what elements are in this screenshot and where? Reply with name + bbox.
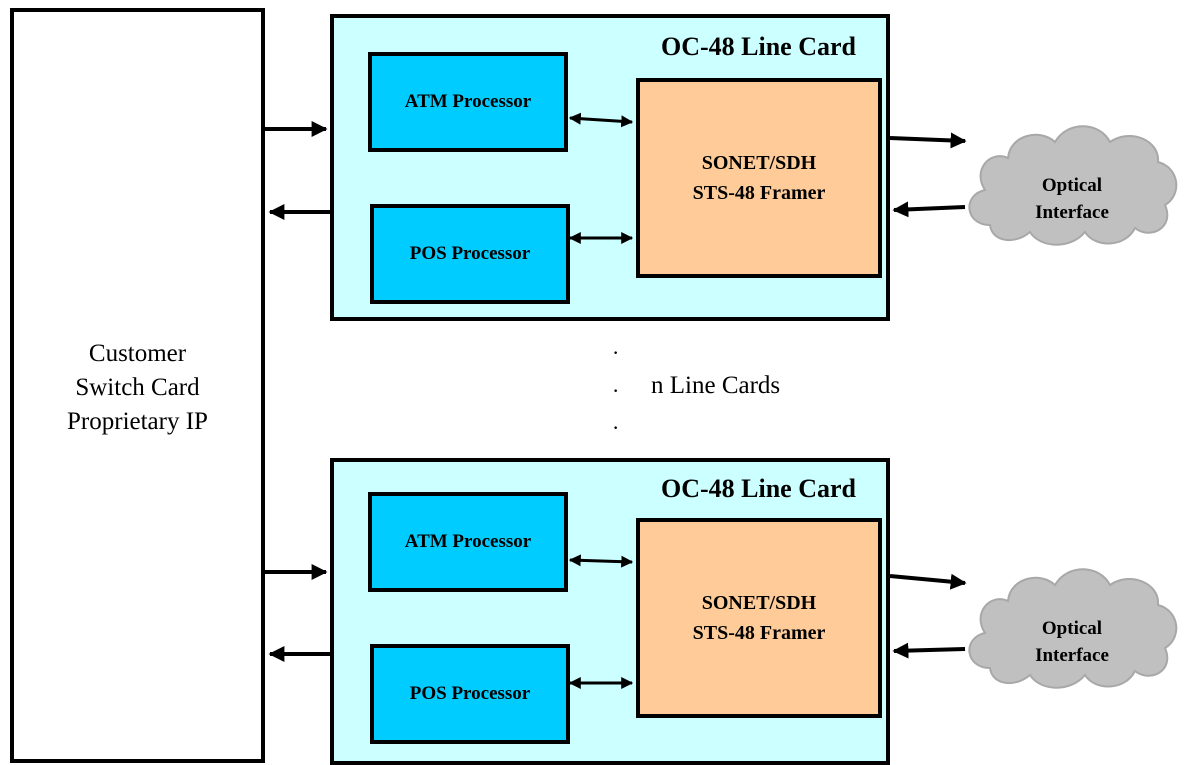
n-line-cards-label: n Line Cards (651, 372, 781, 399)
switch-card-line-3: Proprietary IP (67, 408, 208, 435)
pos-processor-block: POS Processor (370, 204, 570, 304)
pos-processor-block: POS Processor (370, 644, 570, 744)
sonet-framer-block: SONET/SDH STS-48 Framer (636, 518, 882, 718)
atm-processor-label: ATM Processor (404, 531, 532, 552)
customer-switch-card: Customer Switch Card Proprietary IP (10, 8, 265, 763)
line-card-2: OC-48 Line Card ATM Processor POS Proces… (330, 458, 890, 765)
arrow-optical-to-card1 (892, 201, 966, 218)
arrow-card1-to-optical (889, 132, 967, 149)
optical-cloud-icon (968, 568, 1178, 689)
ellipsis-dot: · (612, 415, 620, 440)
bidir-arrow-atm-framer (568, 112, 634, 128)
framer-line-2: STS-48 Framer (692, 182, 826, 204)
framer-line-1: SONET/SDH (701, 592, 817, 614)
switch-card-line-2: Switch Card (75, 374, 200, 401)
optical-line-2: Interface (1035, 202, 1109, 223)
optical-line-1: Optical (1041, 618, 1103, 639)
sonet-framer-block: SONET/SDH STS-48 Framer (636, 78, 882, 278)
framer-line-1: SONET/SDH (701, 152, 817, 174)
ellipsis-dot: · (612, 378, 620, 403)
atm-processor-block: ATM Processor (368, 52, 568, 152)
pos-processor-label: POS Processor (409, 243, 531, 264)
line-card-title: OC-48 Line Card (661, 32, 856, 61)
switch-card-line-1: Customer (88, 340, 187, 367)
atm-processor-block: ATM Processor (368, 492, 568, 592)
arrow-card2-to-optical (889, 573, 967, 590)
line-card-1: OC-48 Line Card ATM Processor POS Proces… (330, 14, 890, 321)
optical-line-2: Interface (1035, 645, 1109, 666)
pos-processor-label: POS Processor (409, 683, 531, 704)
switch-card-label: Customer Switch Card Proprietary IP (14, 337, 261, 439)
optical-line-1: Optical (1041, 175, 1103, 196)
atm-processor-label: ATM Processor (404, 91, 532, 112)
ellipsis-dot: · (612, 340, 620, 365)
arrow-optical-to-card2 (892, 642, 966, 659)
optical-interface-label: Optical Interface (1012, 615, 1132, 669)
bidir-arrow-atm-framer (568, 554, 634, 568)
optical-interface-label: Optical Interface (1012, 172, 1132, 226)
optical-cloud-icon (968, 125, 1178, 246)
line-card-title: OC-48 Line Card (661, 474, 856, 503)
framer-line-2: STS-48 Framer (692, 622, 826, 644)
